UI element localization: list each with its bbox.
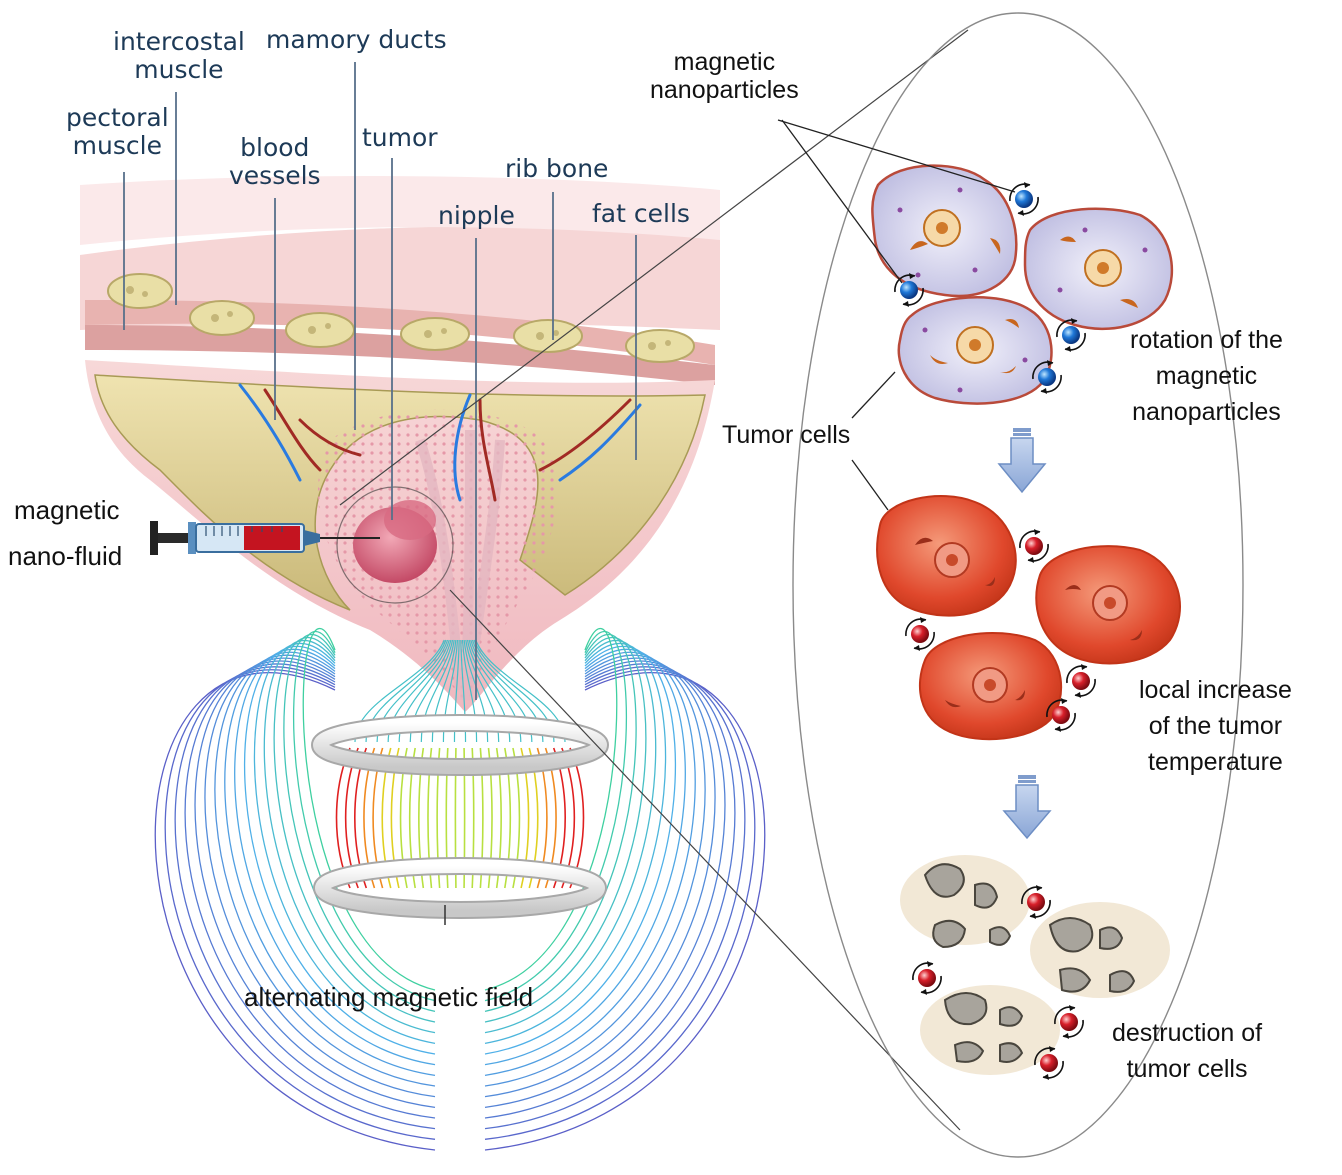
label-rib-bone: rib bone (505, 154, 609, 183)
label-intercostal-muscle: intercostal muscle (113, 28, 245, 84)
field-line (253, 643, 436, 1044)
label-heating-line1: local increase (1139, 676, 1292, 704)
zoom-connector-lines (339, 29, 969, 1131)
label-intercostal-line1: intercostal (113, 27, 245, 56)
cells-with-nanoparticles (871, 164, 1174, 405)
nanoparticle-icon (912, 961, 942, 995)
tumor (336, 486, 454, 604)
intercostal-muscle-layer (85, 325, 715, 385)
label-nanoparticles-line1: magnetic (673, 48, 776, 76)
field-line (194, 660, 436, 1108)
label-heating-line2: of the tumor (1148, 712, 1283, 740)
label-heating-line3: temperature (1148, 748, 1283, 776)
label-nanoparticles-line2: nanoparticles (650, 76, 799, 104)
syringe-icon (150, 521, 380, 555)
label-injection-line2: nano-fluid (8, 541, 123, 571)
field-line (484, 669, 756, 1140)
field-line (293, 631, 436, 1002)
label-rotation: rotation of the magnetic nanoparticles (1130, 322, 1283, 430)
label-destruction-line2: tumor cells (1126, 1055, 1248, 1083)
heated-tumor-cells (876, 495, 1181, 741)
nanoparticle-icon (1032, 360, 1062, 394)
nanoparticle-icon (905, 617, 935, 651)
label-intercostal-line2: muscle (134, 55, 224, 84)
label-destruction-line1: destruction of (1112, 1019, 1263, 1047)
destroyed-tumor-cells (900, 855, 1170, 1075)
anatomy-leader-lines (123, 62, 637, 700)
breast-anatomy-illustration (80, 175, 720, 712)
label-tumor-cells: Tumor cells (722, 421, 851, 449)
label-fat-cells: fat cells (592, 199, 690, 228)
label-blood-vessels: blood vessels (229, 134, 321, 190)
nanoparticle-icon (1054, 1005, 1084, 1039)
field-line (484, 660, 726, 1108)
nanoparticle-icon (1009, 182, 1039, 216)
chest-skin-top (80, 175, 720, 245)
label-heating: local increase of the tumor temperature (1139, 672, 1292, 780)
label-tumor: tumor (362, 123, 438, 152)
tumor-zoom-circle (336, 486, 454, 604)
field-line (484, 657, 716, 1098)
field-line (224, 651, 436, 1076)
label-blood-line2: vessels (229, 161, 321, 190)
label-blood-line1: blood (240, 133, 310, 162)
coil-rings (311, 714, 609, 925)
field-line (484, 628, 618, 991)
nanoparticle-icon (1021, 885, 1051, 919)
label-pectoral-muscle: pectoral muscle (66, 104, 169, 160)
magnetic-nanoparticles (894, 182, 1096, 1080)
label-rotation-line3: nanoparticles (1132, 398, 1281, 426)
label-pectoral-line2: muscle (72, 131, 162, 160)
field-line (302, 628, 436, 991)
label-magnetic-nanoparticles: magnetic nanoparticles (650, 48, 799, 104)
label-nipple: nipple (438, 201, 515, 230)
field-line (283, 634, 436, 1012)
field-line (484, 634, 637, 1012)
zoom-ellipse (792, 12, 1244, 1158)
field-line (484, 631, 627, 1002)
magnetic-field-lines (154, 628, 766, 1151)
nanoparticle-icon (1046, 698, 1076, 732)
label-alternating-field: alternating magnetic field (244, 982, 534, 1012)
field-line (164, 669, 436, 1140)
label-rotation-line2: magnetic (1155, 362, 1258, 390)
label-rotation-line1: rotation of the (1130, 326, 1283, 354)
blood-vessels (238, 383, 642, 502)
label-destruction: destruction of tumor cells (1112, 1015, 1262, 1087)
label-pectoral-line1: pectoral (66, 103, 169, 132)
nanoparticle-icon (1066, 664, 1096, 698)
label-injection-line1: magnetic (14, 495, 120, 525)
process-arrow-2-icon (1002, 775, 1052, 840)
field-line (484, 643, 667, 1044)
process-leader-lines (777, 119, 1016, 511)
nanoparticle-icon (1034, 1046, 1064, 1080)
nanoparticle-icon (894, 273, 924, 307)
field-line (204, 657, 436, 1098)
field-line (234, 648, 436, 1066)
label-mamory-ducts: mamory ducts (266, 25, 447, 54)
field-line (484, 651, 696, 1076)
process-arrow-1-icon (997, 428, 1047, 494)
nanoparticle-icon (1056, 318, 1086, 352)
field-line (484, 648, 686, 1066)
nanoparticle-icon (1019, 529, 1049, 563)
